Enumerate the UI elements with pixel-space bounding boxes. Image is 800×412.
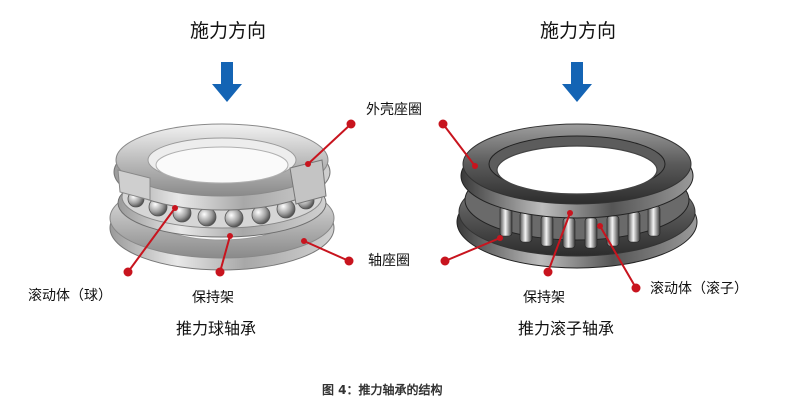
outer-housing-ring-label: 外壳座圈 (366, 102, 422, 118)
cage-label-left: 保持架 (192, 290, 234, 306)
leader-dots (123, 119, 641, 293)
leader-roller (599, 225, 637, 289)
leader-ball (127, 207, 176, 273)
thrust-roller-bearing-graphic (456, 123, 698, 269)
thrust-ball-bearing-graphic (109, 123, 335, 271)
force-arrow-left-icon (212, 62, 242, 102)
leader-shaft-ring-right (444, 237, 501, 262)
leader-cage-left (219, 235, 231, 273)
leader-outer-ring-right (442, 123, 476, 167)
leader-shaft-ring-left (303, 240, 350, 262)
shaft-ring-label: 轴座圈 (368, 253, 410, 269)
rolling-element-roller-label: 滚动体（滚子） (650, 281, 748, 297)
leader-cage-right (547, 212, 571, 273)
force-direction-label-left: 施力方向 (190, 20, 267, 42)
cage-label-right: 保持架 (523, 290, 565, 306)
force-arrow-right-icon (562, 62, 592, 102)
thrust-roller-bearing-title: 推力滚子轴承 (518, 319, 615, 338)
leader-lines (127, 123, 637, 289)
leader-outer-ring-left (307, 123, 352, 165)
rolling-element-ball-label: 滚动体（球） (28, 288, 112, 304)
thrust-ball-bearing-title: 推力球轴承 (176, 319, 257, 338)
figure-caption: 图 4：推力轴承的结构 (322, 383, 443, 397)
force-direction-label-right: 施力方向 (540, 20, 617, 42)
